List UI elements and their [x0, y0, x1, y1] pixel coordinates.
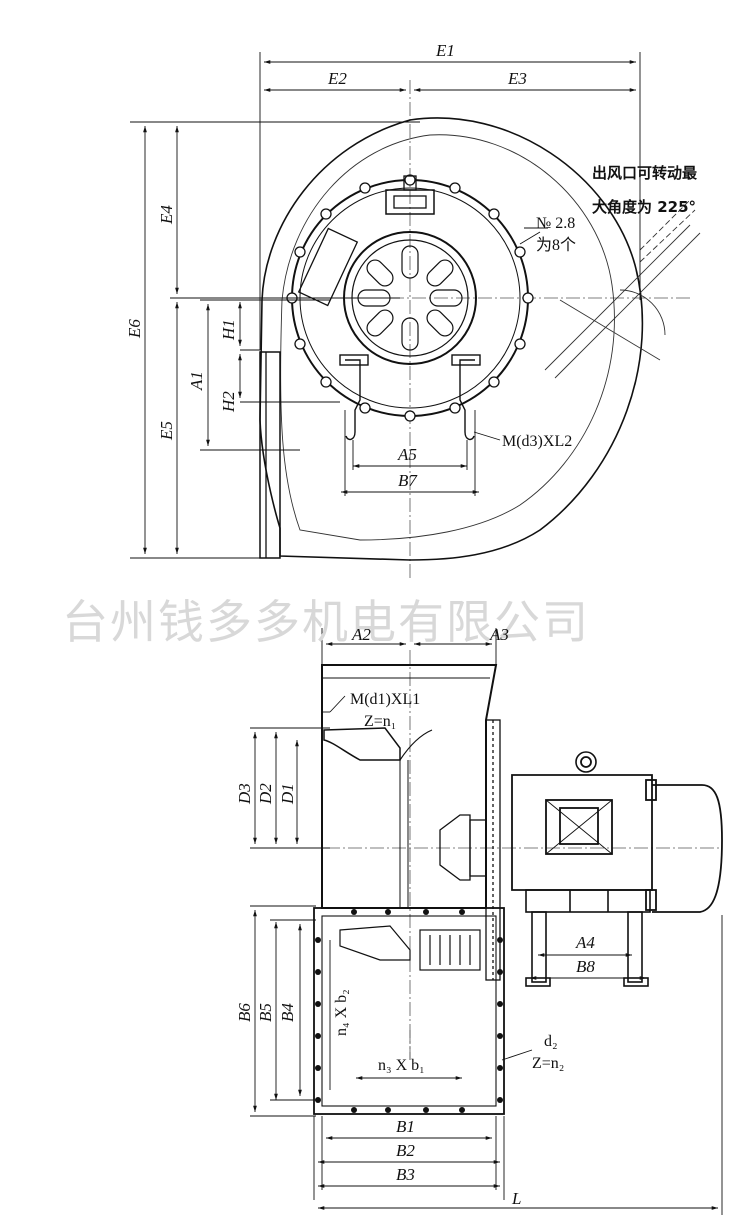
dim-B7: B7 [398, 471, 418, 490]
top-horizontal-dims [259, 52, 641, 496]
dim-E3: E3 [507, 69, 527, 88]
dim-A3: A3 [489, 625, 509, 644]
center-lines [170, 80, 690, 580]
dim-B2: B2 [396, 1141, 415, 1160]
dim-A5: A5 [397, 445, 417, 464]
dim-A4: A4 [575, 933, 595, 952]
volute-inner [280, 134, 615, 541]
vertical-holes: n₄ X b₂ [333, 989, 350, 1036]
no-label: № 2.8 [536, 215, 575, 232]
dim-E1: E1 [435, 41, 455, 60]
outlet-note-line2: 大角度为 225° [592, 198, 696, 216]
inlet-cone [323, 727, 401, 761]
flange-spec: M(d1)XL1 [350, 691, 420, 708]
motor-feet [339, 354, 481, 441]
dim-H1: H1 [219, 319, 238, 341]
flange-count: Z=n₁ [364, 713, 396, 730]
internal-scroll [339, 925, 481, 971]
outlet-bolt: d₂ [544, 1033, 558, 1050]
dim-E2: E2 [327, 69, 347, 88]
top-leaders [473, 227, 548, 441]
dim-L: L [511, 1189, 521, 1208]
dim-D3: D3 [235, 783, 254, 805]
dim-B6: B6 [235, 1003, 254, 1022]
outlet-note-line1: 出风口可转动最 [592, 164, 698, 182]
outlet-count: Z=n₂ [532, 1055, 564, 1072]
motor [511, 751, 723, 913]
watermark: 台州钱多多机电有限公司 [62, 595, 590, 649]
outlet-flange-holes [315, 909, 503, 1113]
dim-E6: E6 [125, 319, 144, 339]
dim-E4: E4 [157, 205, 176, 225]
dim-B8: B8 [576, 957, 595, 976]
top-vertical-dims [130, 121, 420, 559]
bolt-spec-top: M(d3)XL2 [502, 433, 572, 450]
dim-D1: D1 [278, 783, 297, 805]
side-view [250, 628, 723, 1215]
bolt-holes [286, 174, 534, 422]
rotation-indicator [544, 199, 701, 379]
side-bracket [297, 227, 359, 307]
no-count: 为8个 [536, 236, 576, 254]
dim-A2: A2 [351, 625, 371, 644]
top-labels: E1 E2 E3 E4 E6 E5 A1 H1 H2 A5 B7 出风口可转动最… [125, 41, 698, 490]
side-center-lines [260, 650, 720, 1060]
dim-H2: H2 [219, 391, 238, 413]
dim-A1: A1 [187, 371, 206, 391]
dim-D2: D2 [256, 783, 275, 805]
outlet-flange-side [313, 907, 505, 1115]
dim-B4: B4 [278, 1003, 297, 1022]
dim-B5: B5 [256, 1003, 275, 1022]
terminal-box [385, 175, 435, 215]
dim-B1: B1 [396, 1117, 415, 1136]
impeller-hub [439, 719, 501, 981]
side-labels: A2 A3 M(d1)XL1 Z=n₁ D3 D2 D1 B6 B5 B4 n₄… [235, 625, 595, 1208]
side-dims [250, 628, 723, 1215]
horizontal-holes: n₃ X b₁ [378, 1057, 425, 1074]
dim-E5: E5 [157, 421, 176, 441]
volute-casing [259, 117, 644, 561]
top-view [130, 52, 701, 580]
dim-B3: B3 [396, 1165, 415, 1184]
